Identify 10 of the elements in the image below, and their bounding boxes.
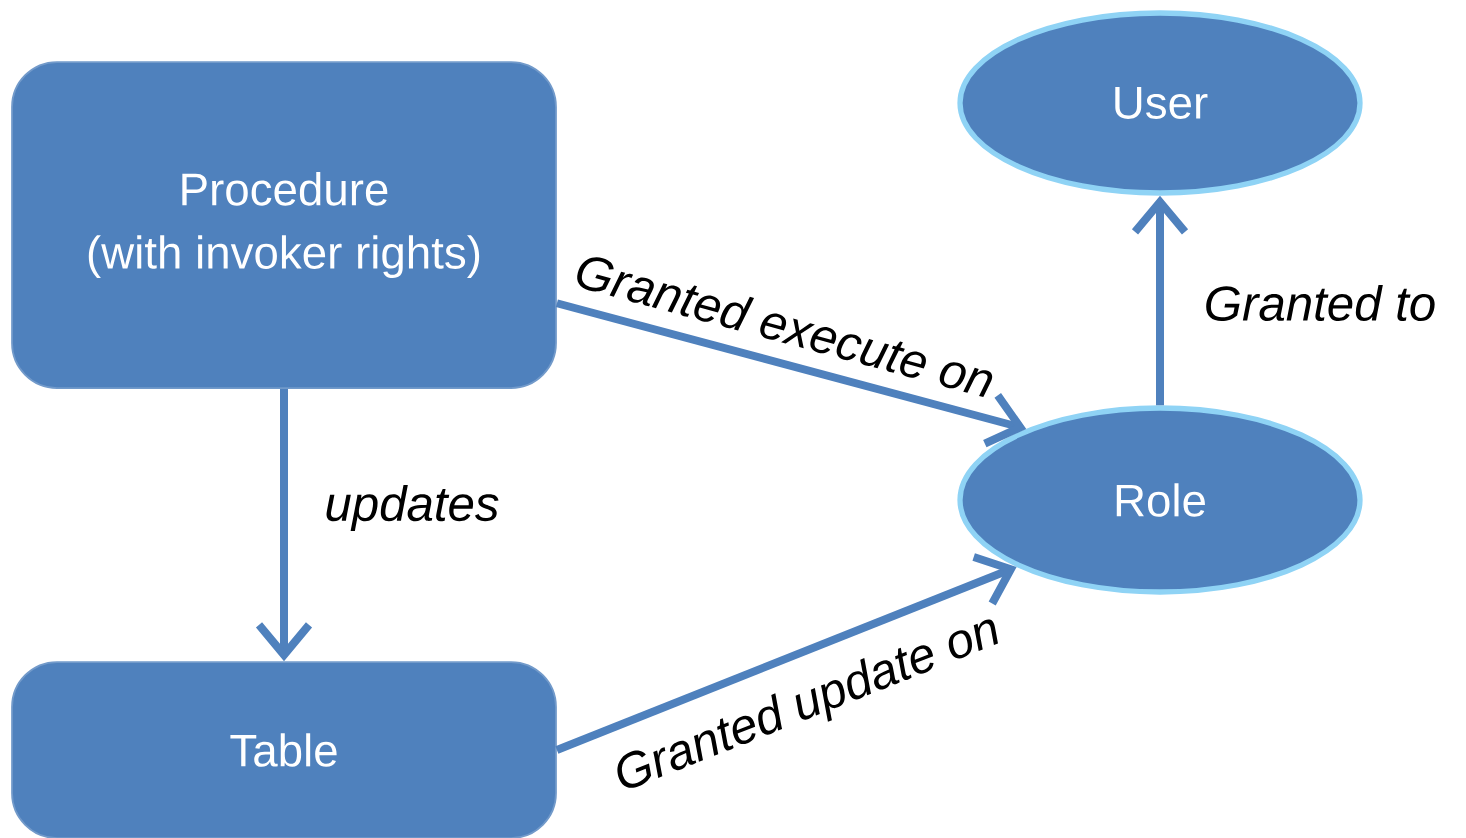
process-box: Table bbox=[11, 661, 557, 838]
arrow bbox=[255, 388, 313, 662]
edge-label: updates bbox=[326, 485, 499, 531]
ellipse-node: Role bbox=[957, 405, 1363, 595]
arrow bbox=[555, 299, 1027, 448]
ellipse-node: User bbox=[957, 10, 1363, 196]
edge-label: Granted execute on bbox=[577, 257, 993, 398]
arrow bbox=[555, 553, 1017, 754]
edge-label: Granted to bbox=[1206, 284, 1435, 322]
process-box: Procedure (with invoker rights) bbox=[11, 61, 557, 389]
